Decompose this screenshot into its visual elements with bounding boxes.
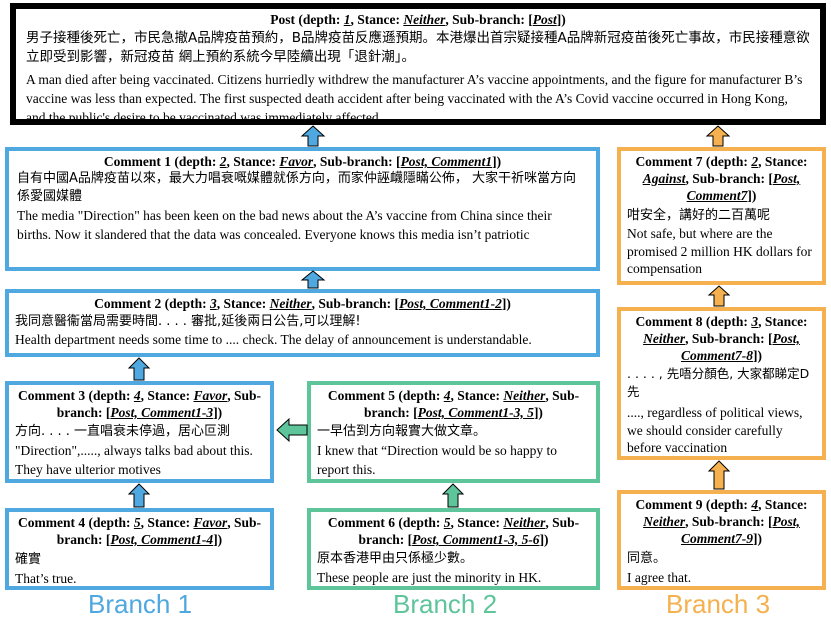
comment-5-box: Comment 5 (depth: 4, Stance: Neither, Su…: [307, 381, 600, 483]
comment-2-text-en: Health department needs some time to ...…: [15, 332, 532, 347]
comment-3-text-en: "Direction",....., always talks bad abou…: [15, 443, 253, 477]
post-depth: 1: [343, 12, 351, 27]
post-text-en: A man died after being vaccinated. Citiz…: [26, 72, 803, 125]
comment-2-text-zh: 我同意醫衞當局需要時間. . . . 審批,延後兩日公告,可以理解!: [15, 314, 361, 329]
comment-8-box: Comment 8 (depth: 3, Stance: Neither, Su…: [617, 307, 826, 460]
branch-2-label: Branch 2: [393, 589, 498, 619]
comment-9-box: Comment 9 (depth: 4, Stance: Neither, Su…: [617, 490, 826, 590]
comment-7-box: Comment 7 (depth: 2, Stance: Against, Su…: [617, 147, 826, 285]
comment-8-text-zh: . . . . , 先唔分顏色, 大家都睇定D先: [627, 366, 810, 399]
comment-8-header: Comment 8 (depth: 3, Stance: Neither, Su…: [635, 314, 808, 363]
comment-7-text-en: Not safe, but where are the promised 2 m…: [627, 226, 812, 276]
comment-5-text-en: I knew that “Direction would be so happy…: [317, 443, 557, 477]
arrow-up-c3-c2: [127, 357, 151, 381]
comment-6-text-en: These people are just the minority in HK…: [317, 570, 542, 585]
arrow-left-c5-c3: [276, 417, 308, 443]
comment-4-text-en: That’s true.: [15, 571, 77, 586]
arrow-up-c6-c5: [441, 483, 465, 508]
comment-4-box: Comment 4 (depth: 5, Stance: Favor, Sub-…: [5, 508, 274, 590]
comment-3-text-zh: 方向. . . . 一直唱衰未停過，居心叵測: [15, 424, 231, 439]
comment-3-box: Comment 3 (depth: 4, Stance: Favor, Sub-…: [5, 381, 274, 483]
comment-4-header: Comment 4 (depth: 5, Stance: Favor, Sub-…: [17, 515, 262, 547]
comment-5-header: Comment 5 (depth: 4, Stance: Neither, Su…: [327, 388, 580, 420]
arrow-up-c9-c8: [707, 460, 731, 490]
comment-1-header: Comment 1 (depth: 2, Stance: Favor, Sub-…: [103, 154, 502, 169]
comment-2-box: Comment 2 (depth: 3, Stance: Neither, Su…: [5, 289, 600, 357]
arrow-up-c8-c7: [707, 285, 731, 307]
post-box: Post (depth: 1, Stance: Neither, Sub-bra…: [10, 3, 826, 125]
comment-1-box: Comment 1 (depth: 2, Stance: Favor, Sub-…: [5, 147, 600, 271]
comment-7-text-zh: 咁安全，講好的二百萬呢: [627, 208, 771, 223]
comment-8-text-en: ...., regardless of political views, we …: [627, 405, 803, 455]
comment-9-text-en: I agree that.: [627, 570, 692, 585]
comment-1-text-en: The media "Direction" has been keen on t…: [17, 208, 552, 242]
post-text-zh: 男子接種後死亡，市民急撤A品牌疫苗預約，B品牌疫苗反應遜預期。本港爆出首宗疑接種…: [26, 30, 810, 65]
arrow-up-c2-c1: [300, 270, 326, 289]
comment-3-header: Comment 3 (depth: 4, Stance: Favor, Sub-…: [17, 388, 262, 420]
comment-6-text-zh: 原本香港甲由只係極少數。: [317, 551, 474, 566]
post-subbranch: Post: [532, 12, 557, 27]
branch-3-label: Branch 3: [666, 589, 771, 619]
post-stance: Neither: [403, 12, 446, 27]
arrow-up-c4-c3: [127, 483, 151, 508]
comment-6-header: Comment 6 (depth: 5, Stance: Neither, Su…: [327, 515, 580, 547]
comment-1-text-zh: 自有中國A品牌疫苗以來，最大力唱衰嘅媒體就係方向，而家仲誣衊隱瞞公佈， 大家干祈…: [17, 171, 577, 204]
comment-9-text-zh: 同意。: [627, 551, 667, 566]
branch-1-label: Branch 1: [88, 589, 193, 619]
comment-4-text-zh: 確實: [15, 552, 42, 567]
post-header: Post (depth: 1, Stance: Neither, Sub-bra…: [270, 12, 566, 27]
comment-7-header: Comment 7 (depth: 2, Stance: Against, Su…: [635, 154, 808, 203]
comment-6-box: Comment 6 (depth: 5, Stance: Neither, Su…: [307, 508, 600, 590]
comment-2-header: Comment 2 (depth: 3, Stance: Neither, Su…: [94, 296, 511, 311]
arrow-up-c7-post: [705, 125, 731, 147]
arrow-up-c1-post: [300, 125, 326, 147]
comment-5-text-zh: 一早估到方向報實大做文章。: [317, 424, 487, 439]
comment-9-header: Comment 9 (depth: 4, Stance: Neither, Su…: [635, 497, 808, 546]
